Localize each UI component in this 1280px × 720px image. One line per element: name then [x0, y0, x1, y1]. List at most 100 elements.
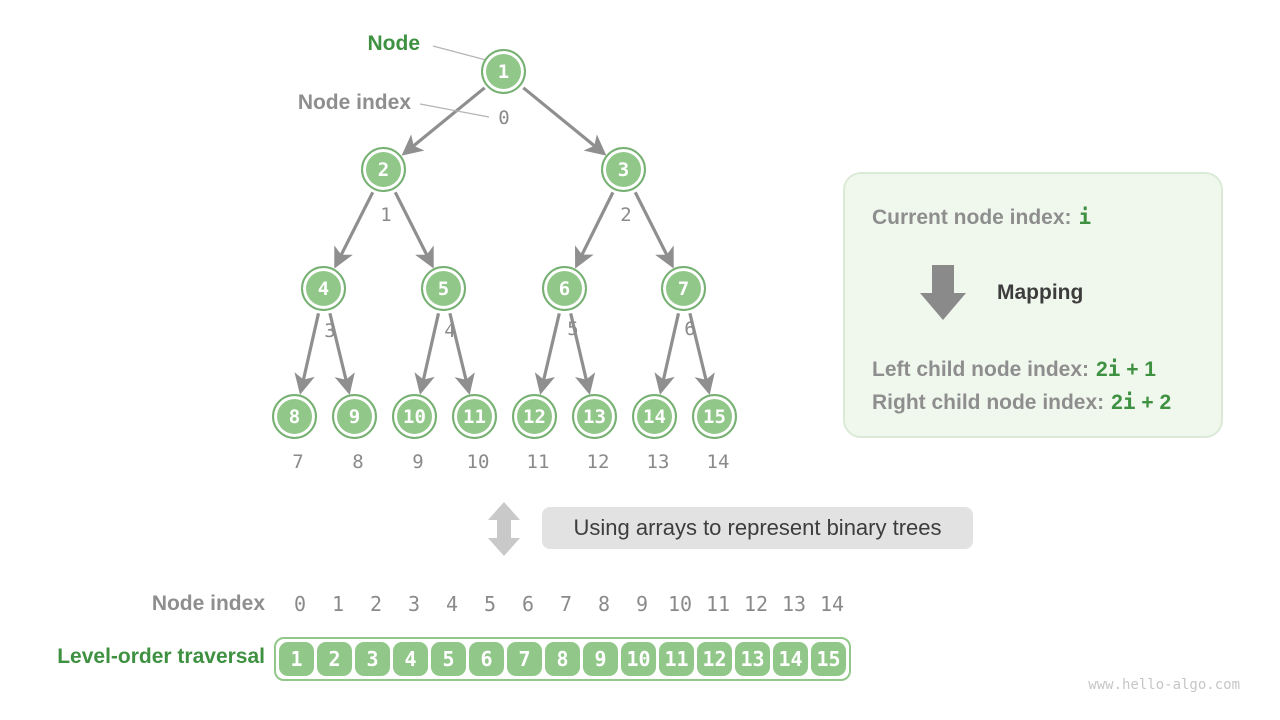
array-cell: 10 [621, 642, 656, 676]
array-cell: 9 [583, 642, 618, 676]
right-child-label: Right child node index: [872, 391, 1105, 414]
left-child-value: 2 [1096, 358, 1108, 381]
tree-node-index: 14 [706, 451, 730, 473]
array-cell: 4 [393, 642, 428, 676]
tree-edges-group [294, 86, 715, 395]
tree-node-index: 9 [412, 451, 424, 473]
tree-node: 12 [512, 394, 557, 439]
tree-edge [575, 191, 615, 269]
array-index: 12 [743, 592, 769, 616]
tree-node-index: 10 [466, 451, 490, 473]
tree-node-index: 7 [292, 451, 304, 473]
array-index: 6 [521, 592, 535, 616]
array-index: 14 [819, 592, 845, 616]
tree-node-index: 8 [352, 451, 364, 473]
left-child-value-i: i [1107, 357, 1121, 381]
tree-edge [448, 312, 475, 395]
tree-edge [393, 191, 434, 269]
array-index: 9 [635, 592, 649, 616]
site-watermark: www.hello-algo.com [1088, 677, 1240, 693]
node-index-label-line [419, 103, 490, 118]
tree-edge [633, 191, 674, 269]
tree-edge [328, 312, 355, 395]
tree-edge [401, 86, 486, 156]
right-child-value: 2 [1111, 391, 1123, 414]
tree-node: 9 [332, 394, 377, 439]
current-node-index-label: Current node index: [872, 206, 1072, 229]
mapping-box: Current node index: i Mapping Left child … [843, 172, 1223, 438]
tree-edge [294, 313, 321, 395]
array-cell: 2 [317, 642, 352, 676]
tree-node-index: 11 [526, 451, 550, 473]
tree-node: 10 [392, 394, 437, 439]
right-child-row: Right child node index: 2i + 2 [872, 390, 1171, 415]
array-index: 4 [445, 592, 459, 616]
bottom-node-index-label: Node index [151, 592, 265, 615]
tree-edge [688, 312, 715, 395]
tree-node: 5 [421, 266, 466, 311]
current-node-index-row: Current node index: i [872, 205, 1091, 230]
left-child-value-offset: + 1 [1120, 358, 1156, 381]
array-index: 10 [667, 592, 693, 616]
array-index: 5 [483, 592, 497, 616]
mapping-label: Mapping [997, 281, 1084, 304]
array-cell: 5 [431, 642, 466, 676]
array-cell: 13 [735, 642, 770, 676]
array-index: 13 [781, 592, 807, 616]
array-index: 7 [559, 592, 573, 616]
array-cell: 8 [545, 642, 580, 676]
current-node-index-value: i [1078, 205, 1092, 229]
array-cell: 7 [507, 642, 542, 676]
left-child-label: Left child node index: [872, 358, 1090, 381]
array-index: 1 [331, 592, 345, 616]
array-cell: 14 [773, 642, 808, 676]
tree-edge [334, 191, 375, 269]
array-index: 8 [597, 592, 611, 616]
tree-node: 15 [692, 394, 737, 439]
tree-node: 13 [572, 394, 617, 439]
tree-node-index: 2 [620, 204, 632, 226]
left-child-row: Left child node index: 2i + 1 [872, 357, 1156, 382]
array-cell: 1 [279, 642, 314, 676]
tree-node: 6 [542, 266, 587, 311]
tree-node-index: 12 [586, 451, 610, 473]
tree-node: 4 [301, 266, 346, 311]
tree-edge [522, 86, 607, 156]
node-label-line [432, 45, 487, 61]
array-index: 11 [705, 592, 731, 616]
tree-node: 3 [601, 147, 646, 192]
tree-node: 1 [481, 49, 526, 94]
array-cell: 11 [659, 642, 694, 676]
level-order-traversal-label: Level-order traversal [57, 645, 265, 668]
tree-node: 11 [452, 394, 497, 439]
tree-node-index: 3 [324, 320, 336, 342]
caption-pill: Using arrays to represent binary trees [542, 507, 973, 549]
tree-node-label: Node [367, 32, 421, 55]
tree-node-index: 1 [380, 204, 392, 226]
tree-edge [414, 313, 441, 395]
tree-edge [654, 313, 681, 395]
array-cell: 3 [355, 642, 390, 676]
array-index: 3 [407, 592, 421, 616]
array-cell: 15 [811, 642, 846, 676]
tree-node-index: 0 [498, 107, 510, 129]
tree-node: 14 [632, 394, 677, 439]
right-child-value-i: i [1122, 390, 1136, 414]
tree-node: 2 [361, 147, 406, 192]
double-arrow-icon [488, 502, 520, 556]
array-cell: 12 [697, 642, 732, 676]
tree-node-index: 4 [444, 320, 456, 342]
down-arrow-icon [920, 265, 966, 320]
tree-node-index-label: Node index [297, 91, 411, 114]
tree-node-index: 13 [646, 451, 670, 473]
tree-node: 7 [661, 266, 706, 311]
tree-edge [534, 312, 561, 395]
right-child-value-offset: + 2 [1135, 391, 1172, 414]
tree-node-index: 6 [684, 318, 696, 340]
array-cell: 6 [469, 642, 504, 676]
array-index: 2 [369, 592, 383, 616]
